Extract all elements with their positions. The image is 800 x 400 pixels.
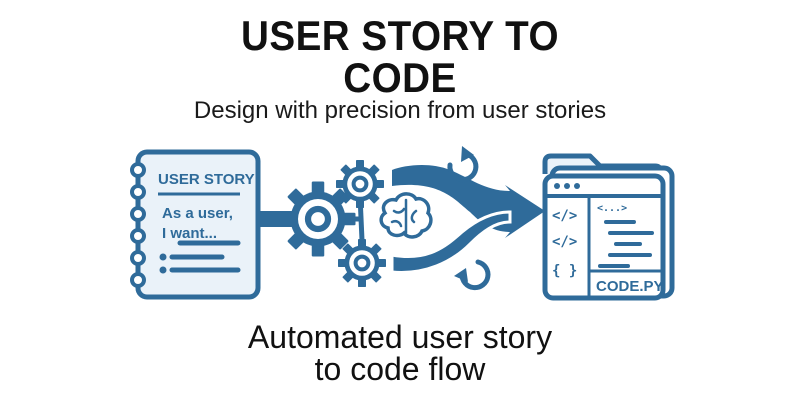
arrow-right-icon — [390, 165, 545, 274]
code-filename: CODE.PY — [596, 278, 664, 295]
notebook-list-icon — [159, 240, 241, 274]
footer-caption-line-2: to code flow — [314, 351, 486, 387]
notebook-body-line-2: I want... — [162, 225, 217, 242]
brain-icon — [379, 192, 433, 239]
footer-caption-line-1: Automated user story — [247, 319, 553, 355]
gear-icon — [336, 160, 384, 208]
refresh-icon — [454, 259, 491, 291]
notebook-heading: USER STORY — [158, 171, 255, 188]
refresh-icon — [447, 146, 479, 183]
code-window-icon: </> </> { } <...> CODE.PY — [542, 173, 666, 301]
page-title-line-2: CODE — [343, 54, 457, 101]
code-tag-2: </> — [552, 234, 577, 250]
page-title-line-1: USER STORY TO — [240, 12, 560, 59]
notebook-body-line-1: As a user, — [162, 205, 233, 222]
code-lines — [598, 220, 654, 268]
code-snippet: <...> — [597, 203, 627, 214]
notebook-icon: USER STORY As a user, I want... — [130, 149, 261, 300]
code-tag-3: { } — [552, 263, 577, 279]
page-subtitle: Design with precision from user stories — [193, 97, 607, 124]
code-tag-1: </> — [552, 208, 577, 224]
gear-icon — [338, 239, 386, 287]
gear-icon — [281, 182, 356, 257]
